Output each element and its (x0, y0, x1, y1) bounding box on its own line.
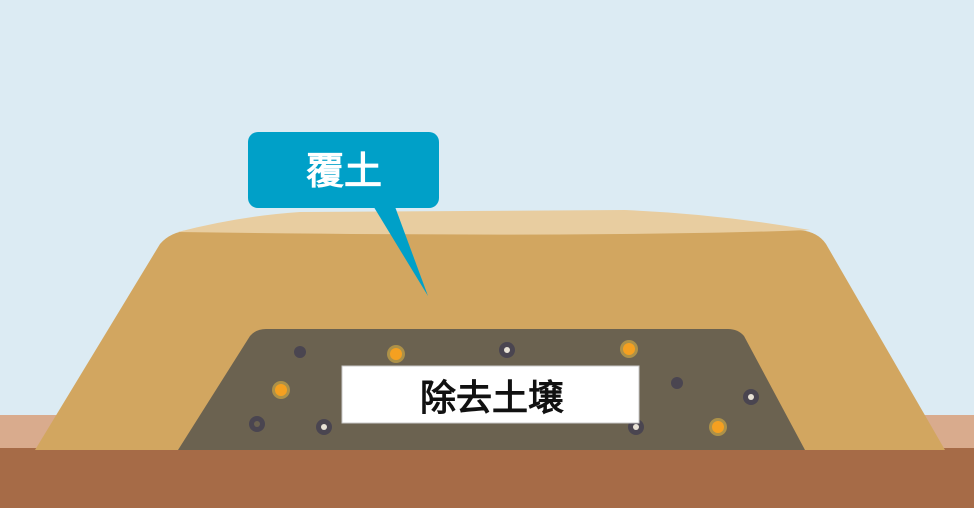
particle-orange (272, 381, 290, 399)
cover-soil-callout (248, 132, 439, 208)
particle-ring (249, 416, 265, 432)
soil-particles (249, 340, 759, 436)
removed-soil-label: 除去土壌 (420, 378, 564, 419)
particle-dark (671, 377, 683, 389)
particle-orange (620, 340, 638, 358)
ground (0, 448, 974, 508)
particle-ring (743, 389, 759, 405)
callout-pointer (372, 204, 428, 296)
particle-ring (316, 419, 332, 435)
removed-soil-label-box (341, 365, 640, 424)
particle-dark (294, 346, 306, 358)
particle-ring (499, 342, 515, 358)
particle-orange (387, 345, 405, 363)
particle-orange (709, 418, 727, 436)
cover-soil-label: 覆土 (306, 149, 382, 193)
cover-soil-top (178, 210, 810, 235)
